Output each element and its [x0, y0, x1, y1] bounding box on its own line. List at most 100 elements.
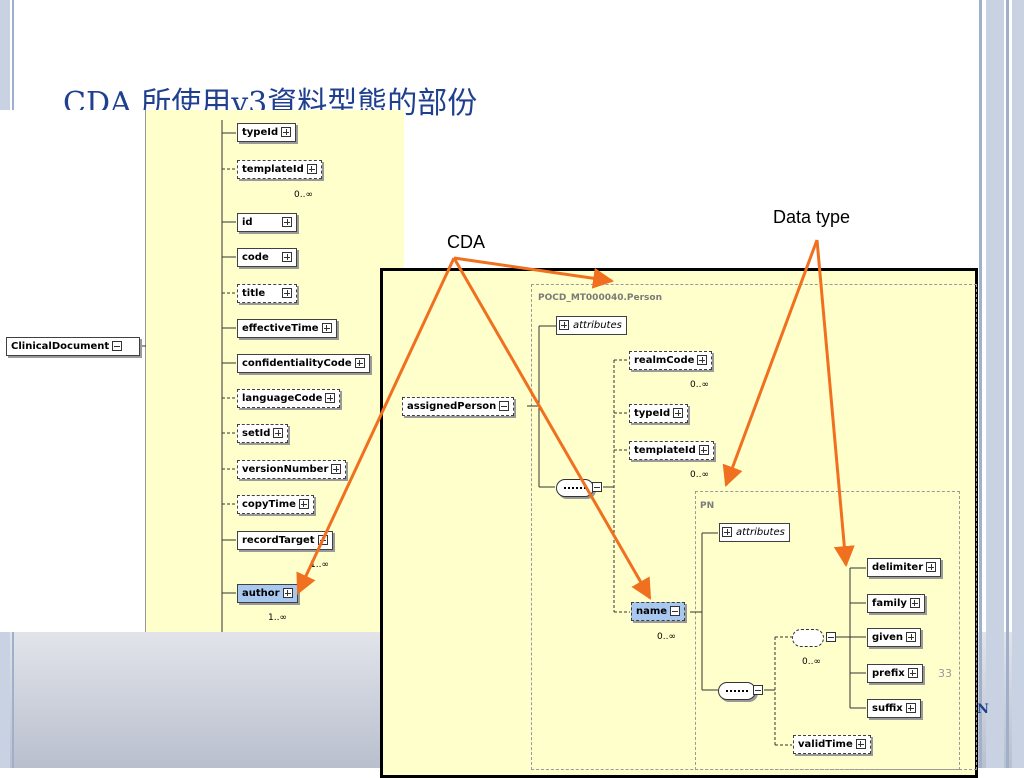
title-node[interactable]: title — [237, 284, 297, 303]
typeid-node[interactable]: typeId — [237, 123, 297, 142]
node-label: suffix — [872, 703, 903, 714]
right-decor-line-2 — [1006, 0, 1009, 768]
node-label: templateId — [242, 164, 304, 175]
data-type-annotation: Data type — [773, 207, 851, 227]
prefix-node[interactable]: prefix — [867, 664, 923, 683]
node-label: setId — [242, 428, 271, 439]
assigned-person-node[interactable]: assignedPerson — [402, 397, 515, 416]
expand-icon[interactable] — [298, 499, 309, 509]
attributes-node[interactable]: attributes — [556, 316, 627, 335]
right-decor-line — [979, 0, 982, 768]
person-type-name: POCD_MT000040.Person — [538, 293, 662, 303]
attributes-label: attributes — [573, 320, 622, 331]
setid-node[interactable]: setId — [237, 424, 289, 443]
recordtarget-cardinality: 1..∞ — [310, 560, 329, 570]
realmcode-cardinality: 0..∞ — [690, 380, 709, 390]
expand-icon[interactable] — [697, 355, 708, 365]
copytime-node[interactable]: copyTime — [237, 495, 314, 514]
expand-icon[interactable] — [282, 217, 292, 227]
pn-attributes-label: attributes — [736, 527, 785, 538]
id-node[interactable]: id — [237, 213, 297, 232]
collapse-icon[interactable] — [826, 632, 836, 642]
confidentialitycode-node[interactable]: confidentialityCode — [237, 354, 370, 373]
languagecode-node[interactable]: languageCode — [237, 389, 341, 408]
validtime-node[interactable]: validTime — [793, 735, 871, 754]
node-label: author — [242, 588, 280, 599]
collapse-icon[interactable] — [112, 341, 123, 351]
collapse-icon[interactable] — [753, 685, 763, 695]
delimiter-node[interactable]: delimiter — [867, 558, 942, 577]
cda-arrow-name — [452, 257, 652, 600]
node-label: realmCode — [634, 355, 695, 366]
clinical-document-node[interactable]: ClinicalDocument — [6, 337, 140, 356]
expand-icon[interactable] — [321, 323, 332, 333]
node-label: name — [636, 606, 668, 617]
expand-icon[interactable] — [273, 428, 284, 438]
node-label: templateId — [634, 445, 696, 456]
expand-icon[interactable] — [926, 562, 937, 572]
expand-icon[interactable] — [673, 408, 684, 418]
versionnumber-node[interactable]: versionNumber — [237, 460, 347, 479]
given-node[interactable]: given — [867, 628, 922, 647]
collapse-icon[interactable] — [499, 401, 510, 411]
expand-icon[interactable] — [722, 527, 732, 537]
collapse-icon[interactable] — [670, 606, 681, 616]
expand-icon[interactable] — [282, 288, 292, 298]
node-label: code — [242, 252, 269, 263]
family-node[interactable]: family — [867, 594, 925, 613]
pn-type-name: PN — [700, 501, 715, 511]
suffix-node[interactable]: suffix — [867, 699, 921, 718]
node-label: copyTime — [242, 499, 296, 510]
node-label: recordTarget — [242, 535, 315, 546]
pn-attributes-node[interactable]: attributes — [719, 523, 790, 542]
node-label: typeId — [242, 127, 279, 138]
node-label: validTime — [798, 739, 853, 750]
right-decor-band-2 — [1012, 0, 1024, 768]
choice-compositor[interactable] — [792, 629, 824, 647]
expand-icon[interactable] — [281, 127, 292, 137]
node-label: confidentialityCode — [242, 358, 352, 369]
choice-cardinality: 0..∞ — [802, 657, 821, 667]
templateid-node[interactable]: templateId — [237, 160, 322, 179]
templateid-cardinality: 0..∞ — [294, 190, 313, 200]
code-node[interactable]: code — [237, 248, 297, 267]
expand-icon[interactable] — [331, 464, 342, 474]
node-label: prefix — [872, 668, 905, 679]
right-decor-band — [986, 0, 1004, 768]
node-label: family — [872, 598, 907, 609]
node-label: assignedPerson — [407, 401, 497, 412]
expand-icon[interactable] — [905, 703, 916, 713]
cda-arrow-author — [296, 257, 456, 595]
collapse-icon[interactable] — [592, 482, 602, 492]
expand-icon[interactable] — [282, 588, 293, 598]
inset-templateid-node[interactable]: templateId — [629, 441, 714, 460]
expand-icon[interactable] — [907, 668, 918, 678]
expand-icon[interactable] — [855, 739, 866, 749]
datatype-arrow-parts — [815, 239, 855, 568]
clinical-document-label: ClinicalDocument — [11, 341, 110, 352]
name-cardinality: 0..∞ — [657, 632, 676, 642]
realmcode-node[interactable]: realmCode — [629, 351, 713, 370]
expand-icon[interactable] — [325, 393, 336, 403]
cda-annotation: CDA — [447, 232, 486, 252]
expand-icon[interactable] — [354, 358, 365, 368]
expand-icon[interactable] — [906, 632, 917, 642]
datatype-arrow-pn — [722, 239, 819, 487]
author-cardinality: 1..∞ — [268, 613, 287, 623]
author-node[interactable]: author — [237, 584, 298, 603]
node-label: languageCode — [242, 393, 323, 404]
node-label: id — [242, 217, 253, 228]
expand-icon[interactable] — [698, 445, 709, 455]
effectivetime-node[interactable]: effectiveTime — [237, 319, 337, 338]
left-schema-panel — [0, 110, 145, 632]
name-node[interactable]: name — [631, 602, 686, 621]
expand-icon[interactable] — [559, 320, 569, 330]
node-label: title — [242, 288, 266, 299]
expand-icon[interactable] — [282, 252, 292, 262]
inset-typeid-node[interactable]: typeId — [629, 404, 689, 423]
page-number: 33 — [938, 667, 952, 680]
expand-icon[interactable] — [306, 164, 317, 174]
expand-icon[interactable] — [909, 598, 920, 608]
node-label: effectiveTime — [242, 323, 319, 334]
footer-logo: N — [977, 702, 989, 717]
